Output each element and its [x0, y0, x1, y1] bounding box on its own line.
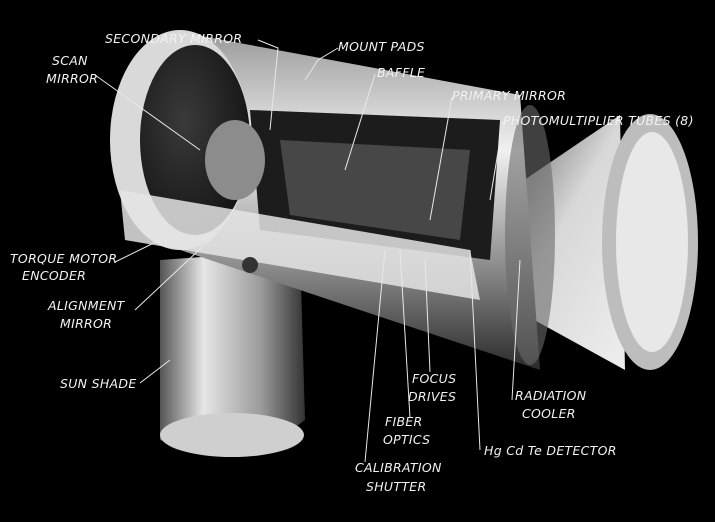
- label-focus-drives-line1: FOCUS: [412, 371, 456, 386]
- label-baffle: BAFFLE: [377, 65, 425, 80]
- label-fiber-optics-line1: FIBER: [385, 414, 423, 429]
- label-mount-pads: MOUNT PADS: [338, 39, 425, 54]
- label-scan-mirror-line1: SCAN: [52, 53, 88, 68]
- label-alignment-mirror-line2: MIRROR: [60, 316, 112, 331]
- label-secondary-mirror: SECONDARY MIRROR: [105, 31, 242, 46]
- label-hgcdte-detector: Hg Cd Te DETECTOR: [484, 443, 617, 458]
- label-torque-motor-line2: ENCODER: [22, 268, 86, 283]
- sun-shade: [160, 250, 305, 457]
- label-radiation-cooler-line1: RADIATION: [515, 388, 587, 403]
- label-alignment-mirror-line1: ALIGNMENT: [47, 298, 126, 313]
- label-scan-mirror-line2: MIRROR: [46, 71, 98, 86]
- main-housing: [110, 30, 555, 370]
- leader-lines: [94, 39, 521, 463]
- label-focus-drives-line2: DRIVES: [408, 389, 456, 404]
- label-fiber-optics-line2: OPTICS: [383, 432, 430, 447]
- label-primary-mirror: PRIMARY MIRROR: [452, 88, 566, 103]
- label-calibration-shutter-line1: CALIBRATION: [355, 460, 442, 475]
- label-torque-motor-line1: TORQUE MOTOR: [10, 251, 117, 266]
- label-calibration-shutter-line2: SHUTTER: [366, 479, 426, 494]
- label-radiation-cooler-line2: COOLER: [522, 406, 576, 421]
- label-photomultiplier-tubes: PHOTOMULTIPLIER TUBES (8): [503, 113, 694, 128]
- label-sun-shade: SUN SHADE: [60, 376, 137, 391]
